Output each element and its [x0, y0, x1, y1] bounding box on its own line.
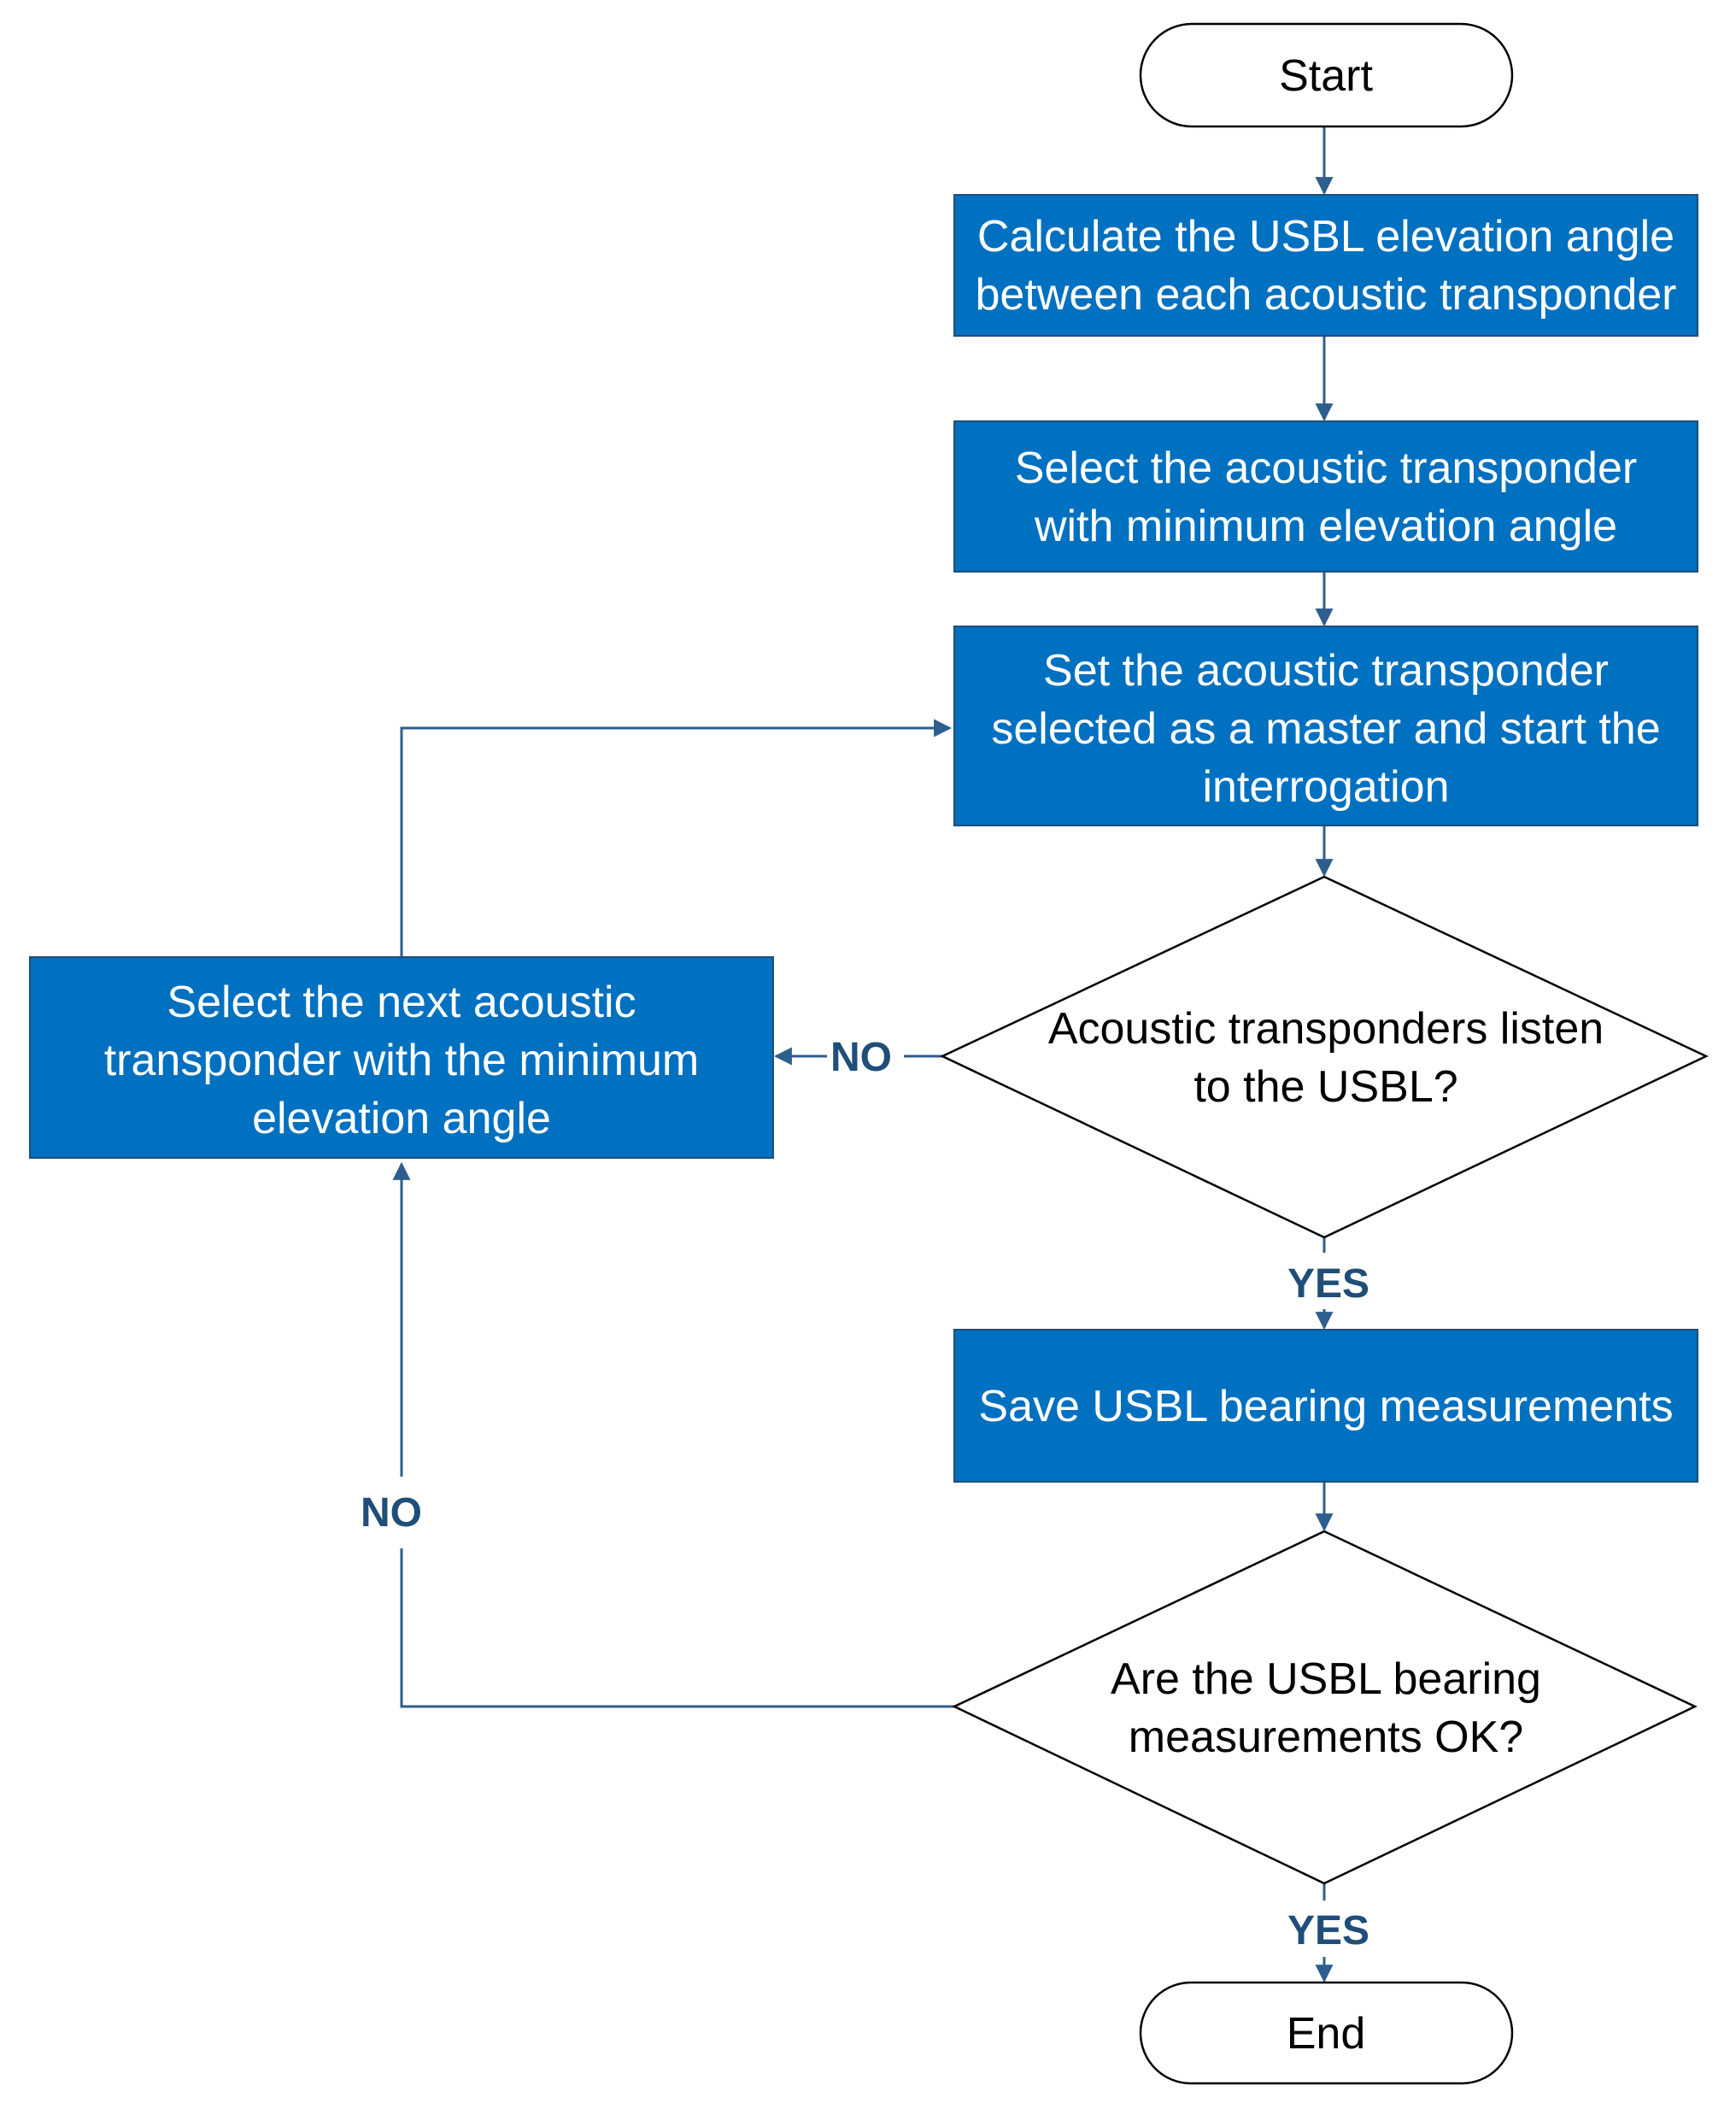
process-save-bearing-shape [953, 1329, 1698, 1483]
end-terminal-shape [1139, 1981, 1514, 2085]
process-select-next-shape [29, 956, 774, 1159]
end-label: End [1287, 2009, 1366, 2059]
node-label-line: Calculate the USBL elevation angle [977, 212, 1674, 261]
node-label-line: interrogation [1202, 762, 1449, 812]
node-label-line: elevation angle [252, 1094, 551, 1143]
process-set-master: Set the acoustic transponder selected as … [953, 626, 1698, 826]
process-save-bearing: Save USBL bearing measurements [953, 1329, 1698, 1483]
process-set-master-shape [953, 626, 1698, 826]
node-label-line: Select the next acoustic [167, 978, 636, 1027]
start-terminal: Start [1139, 22, 1514, 128]
process-set-master-label: Set the acoustic transponder selected as … [991, 646, 1660, 812]
start-terminal-shape [1139, 22, 1514, 128]
process-calc-elevation-label: Calculate the USBL elevation angle betwee… [976, 212, 1677, 320]
edge-ok-no-segment-a [400, 1548, 954, 1708]
decision-ok-shape [952, 1530, 1698, 1885]
edge-label-listen-yes: YES [1287, 1261, 1369, 1307]
decision-listen-shape [940, 875, 1709, 1239]
process-calc-elevation-shape [953, 194, 1698, 337]
process-save-bearing-label: Save USBL bearing measurements [978, 1382, 1673, 1431]
node-label-line: measurements OK? [1129, 1712, 1523, 1762]
node-label-line: Select the acoustic transponder [1015, 444, 1637, 493]
process-select-min: Select the acoustic transponder with mini… [953, 420, 1698, 573]
decision-listen-label: Acoustic transponders listen to the USBL? [1048, 1004, 1604, 1112]
edge-label-listen-no: NO [830, 1035, 892, 1080]
end-terminal: End [1139, 1981, 1514, 2085]
decision-listen: Acoustic transponders listen to the USBL? [940, 875, 1709, 1239]
edge-label-ok-yes: YES [1287, 1908, 1369, 1953]
process-select-min-label: Select the acoustic transponder with mini… [1015, 444, 1637, 551]
process-select-min-shape [953, 420, 1698, 573]
node-label-line: Start [1279, 51, 1373, 101]
node-label-line: with minimum elevation angle [1034, 502, 1617, 551]
node-label-line: Acoustic transponders listen [1048, 1004, 1604, 1054]
node-label-line: End [1287, 2009, 1366, 2059]
node-label-line: Are the USBL bearing [1111, 1654, 1541, 1704]
node-label-line: Save USBL bearing measurements [978, 1382, 1673, 1431]
node-label-line: Set the acoustic transponder [1043, 646, 1609, 696]
start-label: Start [1279, 51, 1373, 101]
node-label-line: transponder with the minimum [104, 1036, 700, 1085]
edge-next-back-to-set [400, 719, 953, 957]
process-select-next-label: Select the next acoustic transponder with… [104, 978, 700, 1143]
node-label-line: selected as a master and start the [991, 704, 1660, 754]
decision-ok: Are the USBL bearing measurements OK? [952, 1530, 1698, 1885]
process-calc-elevation: Calculate the USBL elevation angle betwee… [953, 194, 1698, 337]
connectors [392, 126, 1334, 1983]
decision-ok-label: Are the USBL bearing measurements OK? [1111, 1654, 1541, 1762]
edge-label-ok-no: NO [361, 1490, 422, 1536]
process-select-next: Select the next acoustic transponder with… [29, 956, 774, 1159]
node-label-line: to the USBL? [1194, 1062, 1457, 1112]
node-label-line: between each acoustic transponder [976, 270, 1677, 320]
